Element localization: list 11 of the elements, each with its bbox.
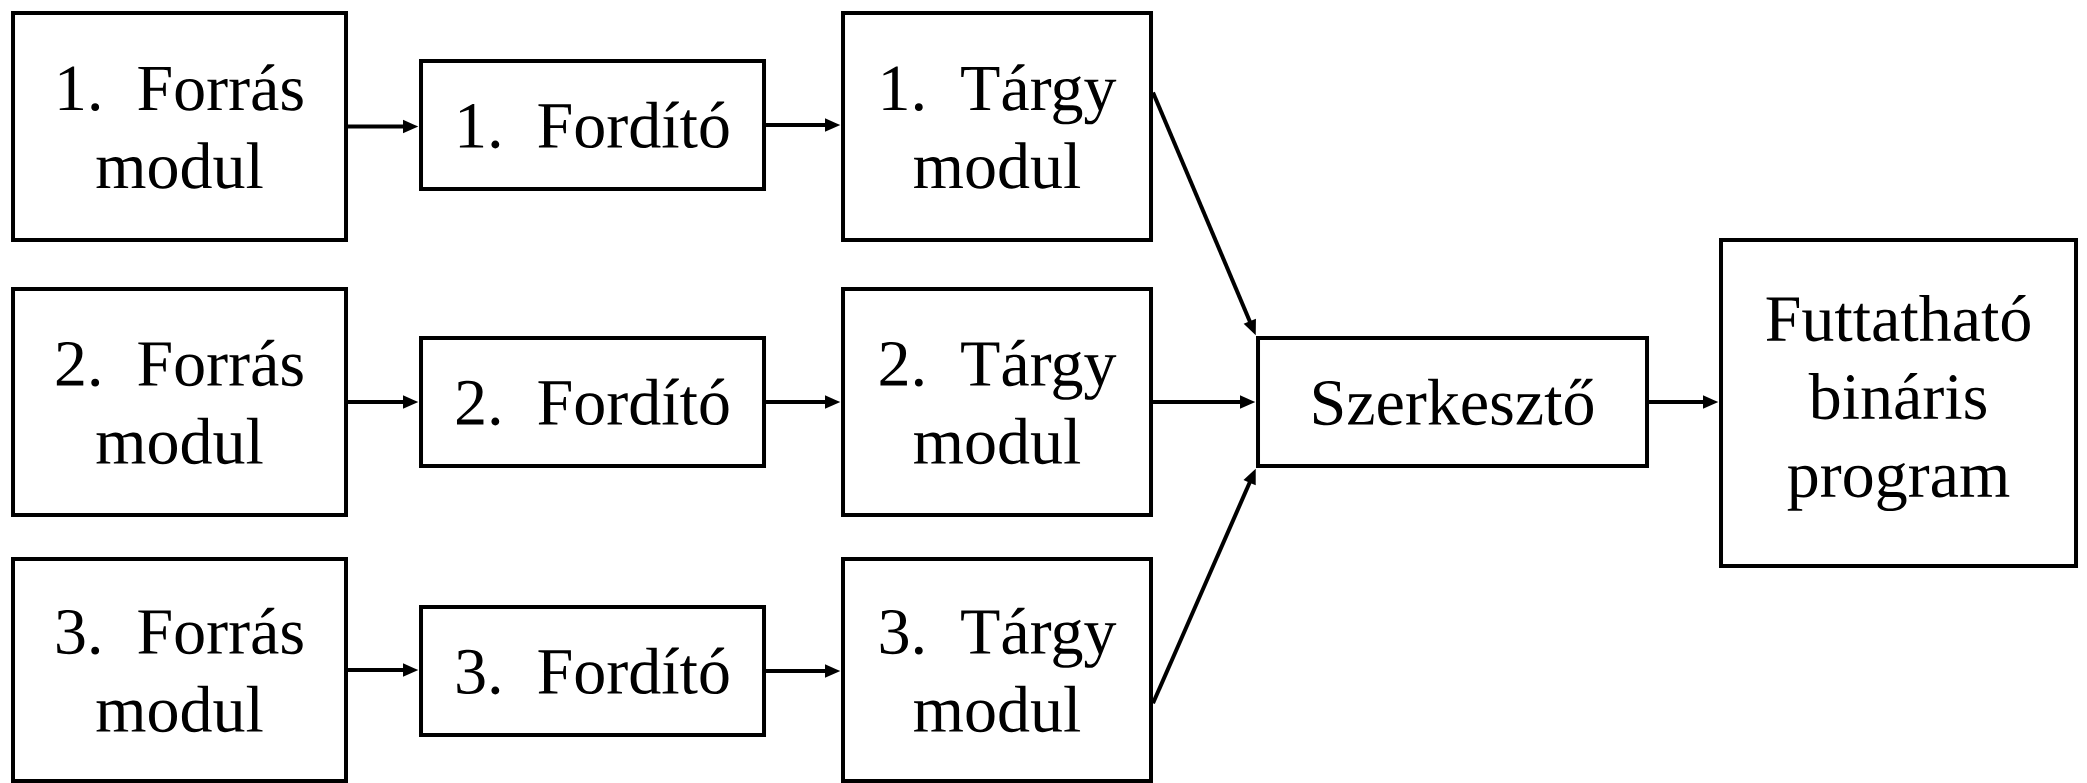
- process-box: 1. Tárgy modul: [841, 11, 1153, 242]
- process-box: 2. Forrás modul: [11, 287, 348, 517]
- process-box: Szerkesztő: [1256, 336, 1649, 468]
- process-box: 2. Fordító: [419, 336, 766, 468]
- process-box: 1. Fordító: [419, 59, 766, 191]
- process-box: 2. Tárgy modul: [841, 287, 1153, 517]
- process-box: 1. Forrás modul: [11, 11, 348, 242]
- process-box: 3. Tárgy modul: [841, 557, 1153, 783]
- process-box: 3. Forrás modul: [11, 557, 348, 783]
- process-box: 3. Fordító: [419, 605, 766, 737]
- process-box: Futtatható bináris program: [1719, 238, 2078, 568]
